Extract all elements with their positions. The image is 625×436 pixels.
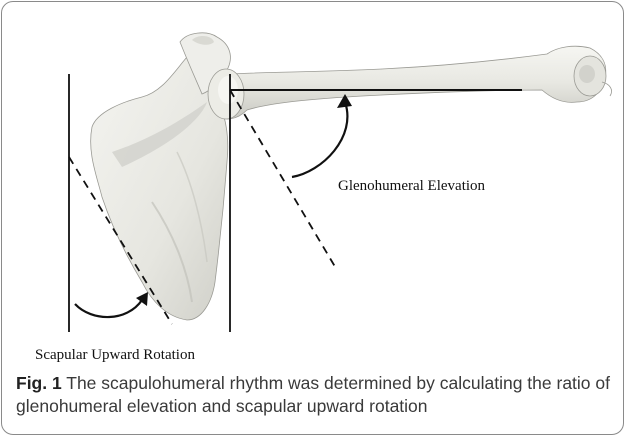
scapula-bone xyxy=(91,33,231,320)
glenohumeral-elevation-label: Glenohumeral Elevation xyxy=(338,178,486,194)
figure-caption-label: Fig. 1 xyxy=(16,373,62,393)
figure-caption: Fig. 1 The scapulohumeral rhythm was det… xyxy=(16,372,616,418)
humerus-bone xyxy=(208,46,612,119)
scapular-angle-arrow xyxy=(75,292,148,317)
glenohumeral-dashed-line xyxy=(230,90,337,270)
scapular-upward-rotation-label: Scapular Upward Rotation xyxy=(35,347,195,362)
glenohumeral-angle-arrow xyxy=(292,94,352,177)
figure-caption-text: The scapulohumeral rhythm was determined… xyxy=(16,373,610,416)
figure-illustration: Glenohumeral Elevation Scapular Upward R… xyxy=(2,2,623,362)
